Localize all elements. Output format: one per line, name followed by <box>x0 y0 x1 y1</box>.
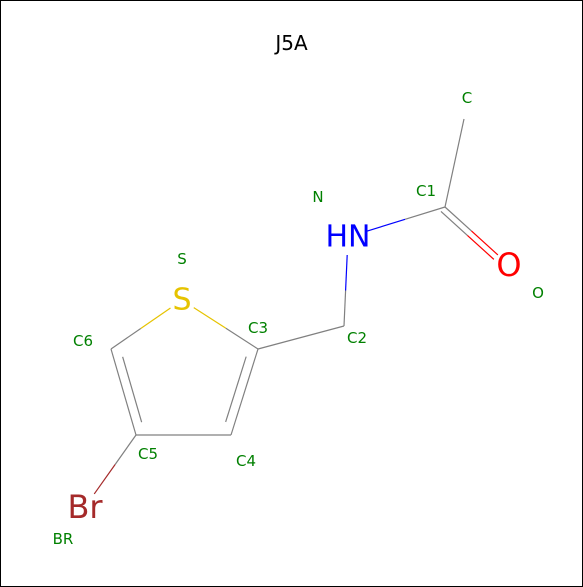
bond-s-c6 <box>110 327 142 350</box>
atom-label-c6: C6 <box>73 332 93 350</box>
atom-label-c: C <box>462 89 472 107</box>
bond-c3-c4 <box>230 348 259 436</box>
atom-label-c3: C3 <box>248 319 268 337</box>
bond-n-c1 <box>365 218 406 233</box>
atom-label-br: BR <box>53 530 74 548</box>
bond-c3-c2 <box>257 325 345 350</box>
atom-label-c5: C5 <box>138 445 158 463</box>
atom-label-c2: C2 <box>347 329 367 347</box>
atom-symbol-br: Br <box>67 488 103 526</box>
bond-c1-o <box>471 230 499 256</box>
atom-label-c4: C4 <box>236 452 256 470</box>
atom-symbol-n: HN <box>326 220 371 255</box>
atom-label-n: N <box>312 188 323 206</box>
symbols-layer: S HN O Br <box>67 220 521 527</box>
atom-symbol-s: S <box>172 283 191 318</box>
bond-c1-o-second <box>440 211 468 236</box>
bond-c1-o-second <box>467 234 495 260</box>
page-title: J5A <box>275 31 308 55</box>
bond-s-c3 <box>225 327 259 350</box>
bond-c1-c <box>444 118 465 208</box>
bond-c1-o <box>444 206 472 232</box>
bond-c5-c6-inner <box>122 356 143 423</box>
bond-c5-br <box>93 464 116 495</box>
bond-c5-br <box>114 434 137 465</box>
atom-label-s: S <box>177 250 187 268</box>
atom-label-o: O <box>532 284 544 302</box>
bond-s-c3 <box>193 307 227 329</box>
bond-c3-c4-inner <box>225 356 247 423</box>
bond-c2-n <box>344 254 348 291</box>
bond-c5-c6 <box>110 348 137 436</box>
atom-label-c1: C1 <box>416 182 436 200</box>
atom-symbol-o: O <box>496 246 521 284</box>
bonds-layer <box>93 118 499 495</box>
bond-c2-n <box>343 290 347 327</box>
bond-n-c1 <box>404 206 446 220</box>
bond-s-c6 <box>140 307 171 329</box>
